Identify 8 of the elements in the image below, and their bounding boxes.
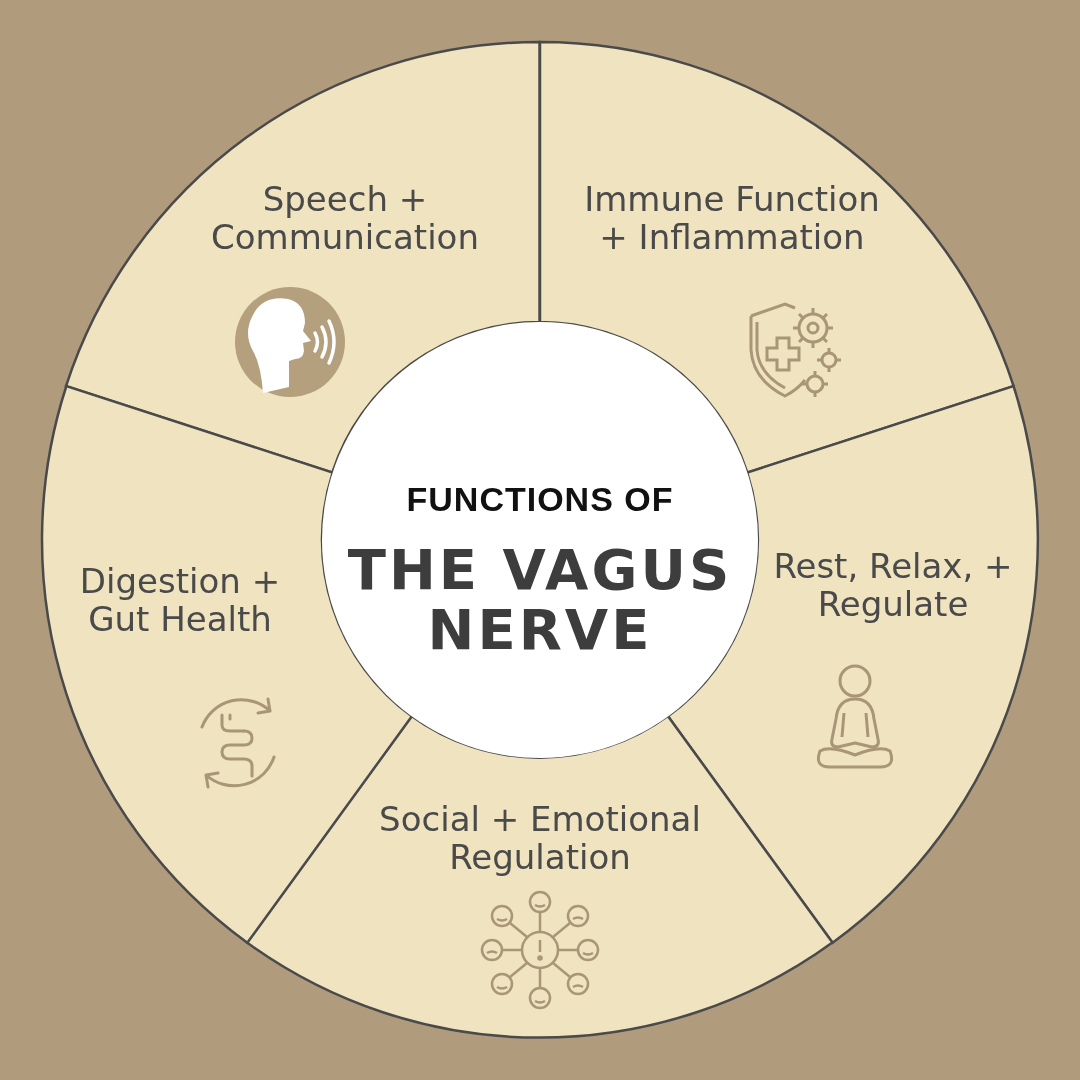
segment-label: Immune Function + Inflammation xyxy=(583,180,881,257)
subtitle-text: FUNCTIONS OF xyxy=(405,480,675,519)
segment-label: Rest, Relax, + Regulate xyxy=(773,547,1013,624)
segment-label: Social + Emotional Regulation xyxy=(378,800,702,877)
segment-label: Digestion + Gut Health xyxy=(78,562,282,639)
title-text: THE VAGUS NERVE xyxy=(346,540,734,661)
wheel-segment xyxy=(245,714,835,1040)
segment-label: Speech + Communication xyxy=(210,180,480,257)
